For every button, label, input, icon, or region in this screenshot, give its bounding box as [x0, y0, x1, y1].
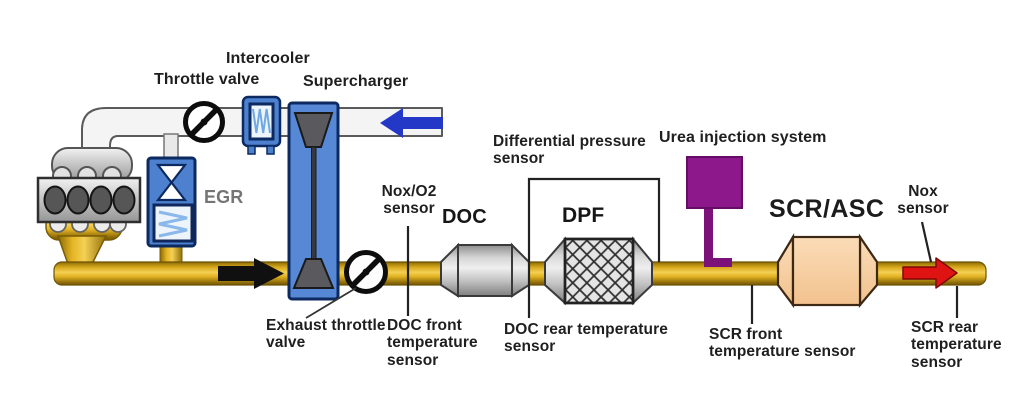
label-urea-injection-system: Urea injection system	[659, 129, 827, 146]
label-scr-front-temp-sensor: SCR front temperature sensor	[709, 326, 856, 361]
label-supercharger: Supercharger	[303, 73, 409, 90]
scr-asc-canister-icon	[776, 233, 879, 309]
egr-valve-icon	[155, 163, 188, 202]
urea-injector-icon	[704, 205, 713, 265]
egr-module	[146, 156, 197, 248]
doc-canister-icon	[440, 242, 530, 298]
label-throttle-valve: Throttle valve	[154, 71, 260, 88]
exhaust-throttle-valve-leader-line	[305, 287, 357, 319]
label-doc: DOC	[442, 206, 487, 228]
engine-icon	[36, 147, 142, 265]
nox-sensor-line	[920, 221, 933, 263]
label-differential-pressure-sensor: Differential pressure sensor	[493, 133, 646, 168]
label-scr-rear-temp-sensor: SCR rear temperature sensor	[911, 319, 1002, 371]
intercooler-icon	[241, 95, 282, 155]
dpf-canister-icon	[544, 236, 653, 306]
label-doc-front-temp-sensor: DOC front temperature sensor	[387, 317, 478, 369]
urea-injector-nozzle	[704, 258, 732, 267]
intake-flow-arrow-icon	[380, 108, 443, 138]
label-nox-o2-sensor: Nox/O2 sensor	[381, 183, 437, 218]
supercharger-icon	[287, 101, 340, 301]
label-dpf: DPF	[562, 204, 605, 227]
urea-injection-system	[686, 156, 743, 267]
throttle-valve-icon	[183, 101, 225, 143]
exhaust-throttle-valve-icon	[344, 250, 388, 294]
egr-cooler-coil	[158, 210, 188, 238]
label-doc-rear-temp-sensor: DOC rear temperature sensor	[504, 321, 668, 356]
differential-pressure-sensor-line	[527, 177, 661, 318]
label-exhaust-throttle-valve: Exhaust throttle valve	[266, 317, 386, 352]
urea-tank-icon	[686, 156, 743, 209]
label-intercooler: Intercooler	[226, 50, 310, 67]
label-scr-asc: SCR/ASC	[769, 195, 885, 223]
label-egr: EGR	[204, 187, 244, 207]
outlet-flow-arrow-icon	[902, 257, 958, 289]
exhaust-flow-arrow-icon	[218, 258, 284, 289]
label-nox-sensor: Nox sensor	[897, 183, 949, 218]
